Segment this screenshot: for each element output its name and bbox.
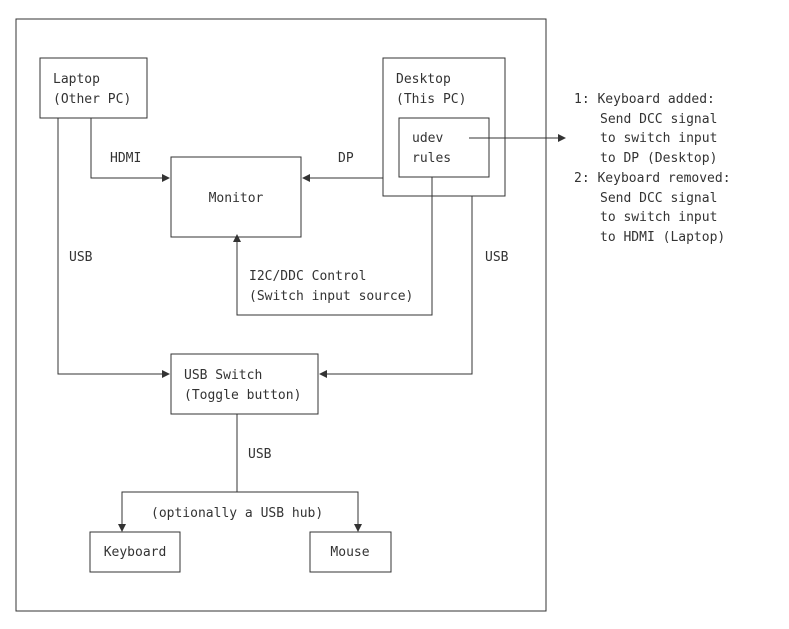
mouse-label: Mouse	[330, 545, 369, 560]
hdmi-arrowhead	[162, 174, 170, 182]
note1-line2: Send DCC signal	[600, 112, 717, 127]
usb-down-connection: USB	[236, 414, 272, 492]
desktop-label: Desktop	[396, 72, 451, 87]
monitor-node: Monitor	[170, 156, 302, 238]
note2-line3: to switch input	[600, 210, 717, 225]
usb-down-label: USB	[248, 447, 272, 462]
monitor-label: Monitor	[209, 191, 264, 206]
outer-frame	[15, 18, 547, 612]
laptop-sublabel: (Other PC)	[53, 92, 131, 107]
ddc-arrowhead	[233, 234, 241, 242]
note-keyboard-added: 1: Keyboard added: Send DCC signal to sw…	[574, 92, 717, 166]
usb-left-label: USB	[69, 250, 93, 265]
hub-label: (optionally a USB hub)	[151, 506, 323, 521]
note1-line1: 1: Keyboard added:	[574, 92, 715, 107]
ddc-label: I2C/DDC Control	[249, 269, 366, 284]
laptop-label: Laptop	[53, 72, 100, 87]
desktop-node: Desktop (This PC)	[382, 57, 506, 197]
notes-arrowhead	[558, 134, 566, 142]
note-keyboard-removed: 2: Keyboard removed: Send DCC signal to …	[574, 171, 731, 245]
udev-sublabel: rules	[412, 151, 451, 166]
note2-line2: Send DCC signal	[600, 191, 717, 206]
udev-label: udev	[412, 131, 443, 146]
hub-connection: (optionally a USB hub)	[118, 491, 362, 532]
usb-switch-node: USB Switch (Toggle button)	[170, 353, 319, 415]
keyboard-label: Keyboard	[104, 545, 167, 560]
note1-line4: to DP (Desktop)	[600, 151, 717, 166]
keyboard-arrowhead	[118, 524, 126, 532]
laptop-node: Laptop (Other PC)	[39, 57, 148, 119]
notes-connection	[469, 134, 566, 142]
usb-switch-sublabel: (Toggle button)	[184, 388, 301, 403]
note2-line1: 2: Keyboard removed:	[574, 171, 731, 186]
udev-rules-node: udev rules	[398, 117, 490, 178]
note2-line4: to HDMI (Laptop)	[600, 230, 725, 245]
hdmi-label: HDMI	[110, 151, 141, 166]
desktop-sublabel: (This PC)	[396, 92, 466, 107]
dp-label: DP	[338, 151, 354, 166]
ddc-connection: I2C/DDC Control (Switch input source)	[233, 177, 433, 316]
usb-right-arrowhead	[319, 370, 327, 378]
dp-connection: DP	[302, 151, 383, 182]
ddc-sublabel: (Switch input source)	[249, 289, 413, 304]
dp-arrowhead	[302, 174, 310, 182]
usb-left-arrowhead	[162, 370, 170, 378]
usb-right-connection: USB	[319, 196, 509, 378]
keyboard-node: Keyboard	[89, 531, 181, 573]
usb-switch-label: USB Switch	[184, 368, 262, 383]
usb-right-label: USB	[485, 250, 509, 265]
mouse-arrowhead	[354, 524, 362, 532]
usb-left-connection: USB	[57, 118, 170, 378]
mouse-node: Mouse	[309, 531, 392, 573]
note1-line3: to switch input	[600, 131, 717, 146]
hdmi-connection: HDMI	[90, 118, 170, 182]
